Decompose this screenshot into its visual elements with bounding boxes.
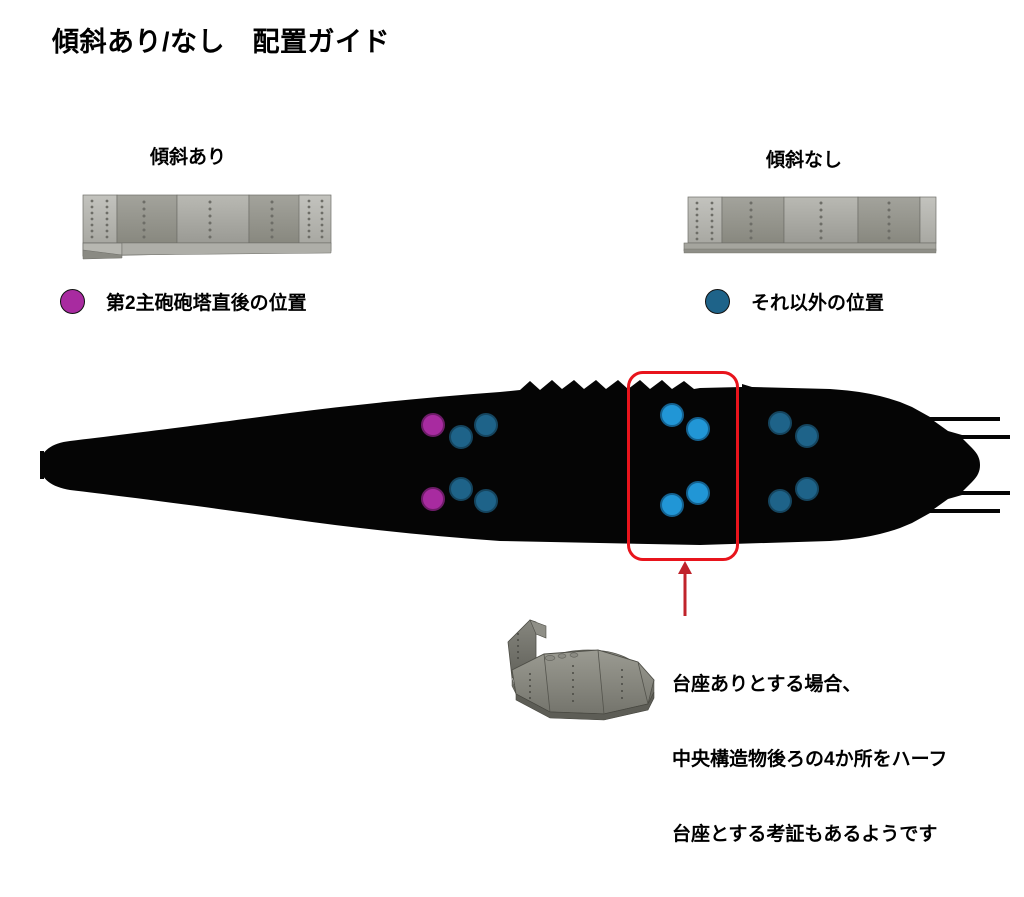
legend-item-other: それ以外の位置 (705, 288, 884, 315)
legend-swatch-purple-circle-icon (60, 289, 85, 314)
callout-arrow-icon (668, 558, 702, 616)
hull-shape (40, 380, 1010, 545)
legend-label-turret2: 第2主砲砲塔直後の位置 (106, 293, 307, 314)
tilted-panel-svg (82, 194, 332, 260)
marker-b3[interactable] (449, 477, 473, 501)
note-line-3: 台座とする考証もあるようです (672, 824, 938, 845)
marker-b1[interactable] (449, 425, 473, 449)
marker-p2[interactable] (421, 487, 445, 511)
note-line-1: 台座ありとする場合、 (672, 674, 862, 695)
legend-label-other: それ以外の位置 (751, 293, 885, 314)
callout-note: 台座ありとする場合、 中央構造物後ろの4か所をハーフ 台座とする考証もあるようで… (672, 622, 947, 897)
model-render-gun-platform (488, 608, 678, 728)
marker-b2[interactable] (474, 413, 498, 437)
legend-swatch-blue-circle-icon (705, 289, 730, 314)
marker-b6[interactable] (795, 424, 819, 448)
marker-b7[interactable] (768, 489, 792, 513)
section-label-flat: 傾斜なし (766, 150, 843, 171)
flat-panel-svg (683, 196, 937, 254)
marker-h2[interactable] (686, 417, 710, 441)
gun-platform-svg (507, 619, 655, 721)
marker-h4[interactable] (686, 481, 710, 505)
model-render-tilted-pedestal (76, 188, 338, 260)
model-render-flat-pedestal (676, 188, 938, 260)
arrow-up-icon (678, 561, 692, 616)
page-title: 傾斜あり/なし 配置ガイド (52, 27, 391, 57)
marker-h1[interactable] (660, 403, 684, 427)
ship-plan-silhouette (0, 355, 1024, 575)
callout-rectangle[interactable] (627, 371, 739, 561)
marker-h3[interactable] (660, 493, 684, 517)
section-label-tilted: 傾斜あり (150, 147, 227, 168)
marker-b5[interactable] (768, 411, 792, 435)
ship-hull-svg (40, 380, 1010, 545)
legend-item-turret2: 第2主砲砲塔直後の位置 (60, 288, 307, 315)
stern-cap (40, 451, 44, 479)
marker-b4[interactable] (474, 489, 498, 513)
note-line-2: 中央構造物後ろの4か所をハーフ (672, 749, 948, 770)
slide-canvas: 傾斜あり/なし 配置ガイド 傾斜あり 傾斜なし (0, 27, 1024, 845)
marker-b8[interactable] (795, 477, 819, 501)
marker-p1[interactable] (421, 413, 445, 437)
